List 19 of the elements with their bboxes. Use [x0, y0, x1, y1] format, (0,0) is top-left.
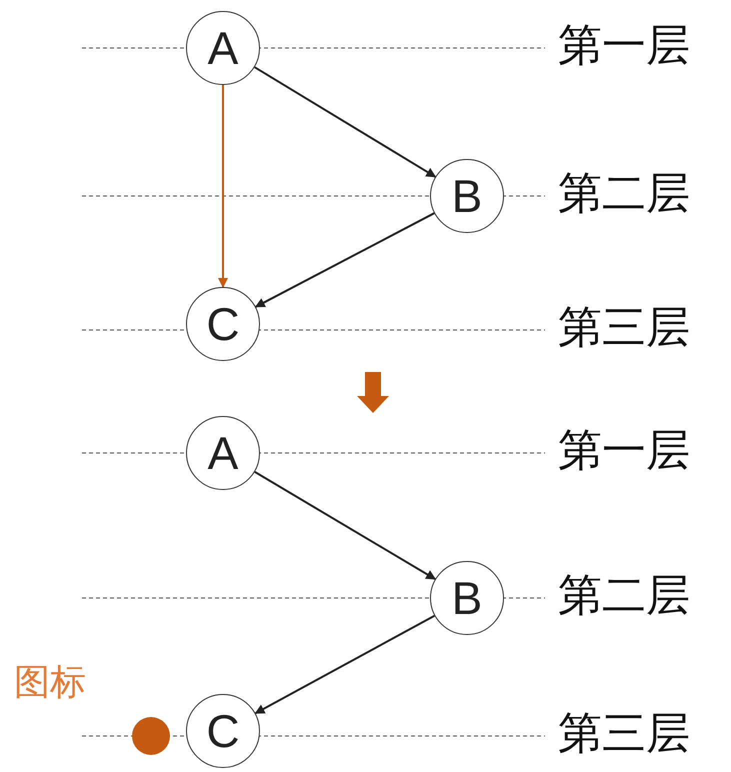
node-circle: A [186, 416, 260, 490]
node-circle: A [186, 11, 260, 85]
layer-label: 第三层 [558, 712, 690, 756]
node-circle: C [186, 287, 260, 361]
arrow [254, 66, 436, 178]
arrow [254, 471, 436, 580]
layer-label: 第一层 [558, 429, 690, 473]
layer-label: 第三层 [558, 306, 690, 350]
marker-dot [132, 717, 170, 755]
layer-label: 第一层 [558, 24, 690, 68]
node-circle: C [186, 694, 260, 768]
arrow [254, 614, 435, 714]
arrow [254, 212, 435, 308]
node-circle: B [430, 159, 504, 233]
icon-caption: 图标 [14, 661, 86, 705]
node-circle: B [430, 561, 504, 635]
layer-label: 第二层 [558, 172, 690, 216]
arrow [218, 85, 228, 288]
layer-label: 第二层 [558, 574, 690, 618]
